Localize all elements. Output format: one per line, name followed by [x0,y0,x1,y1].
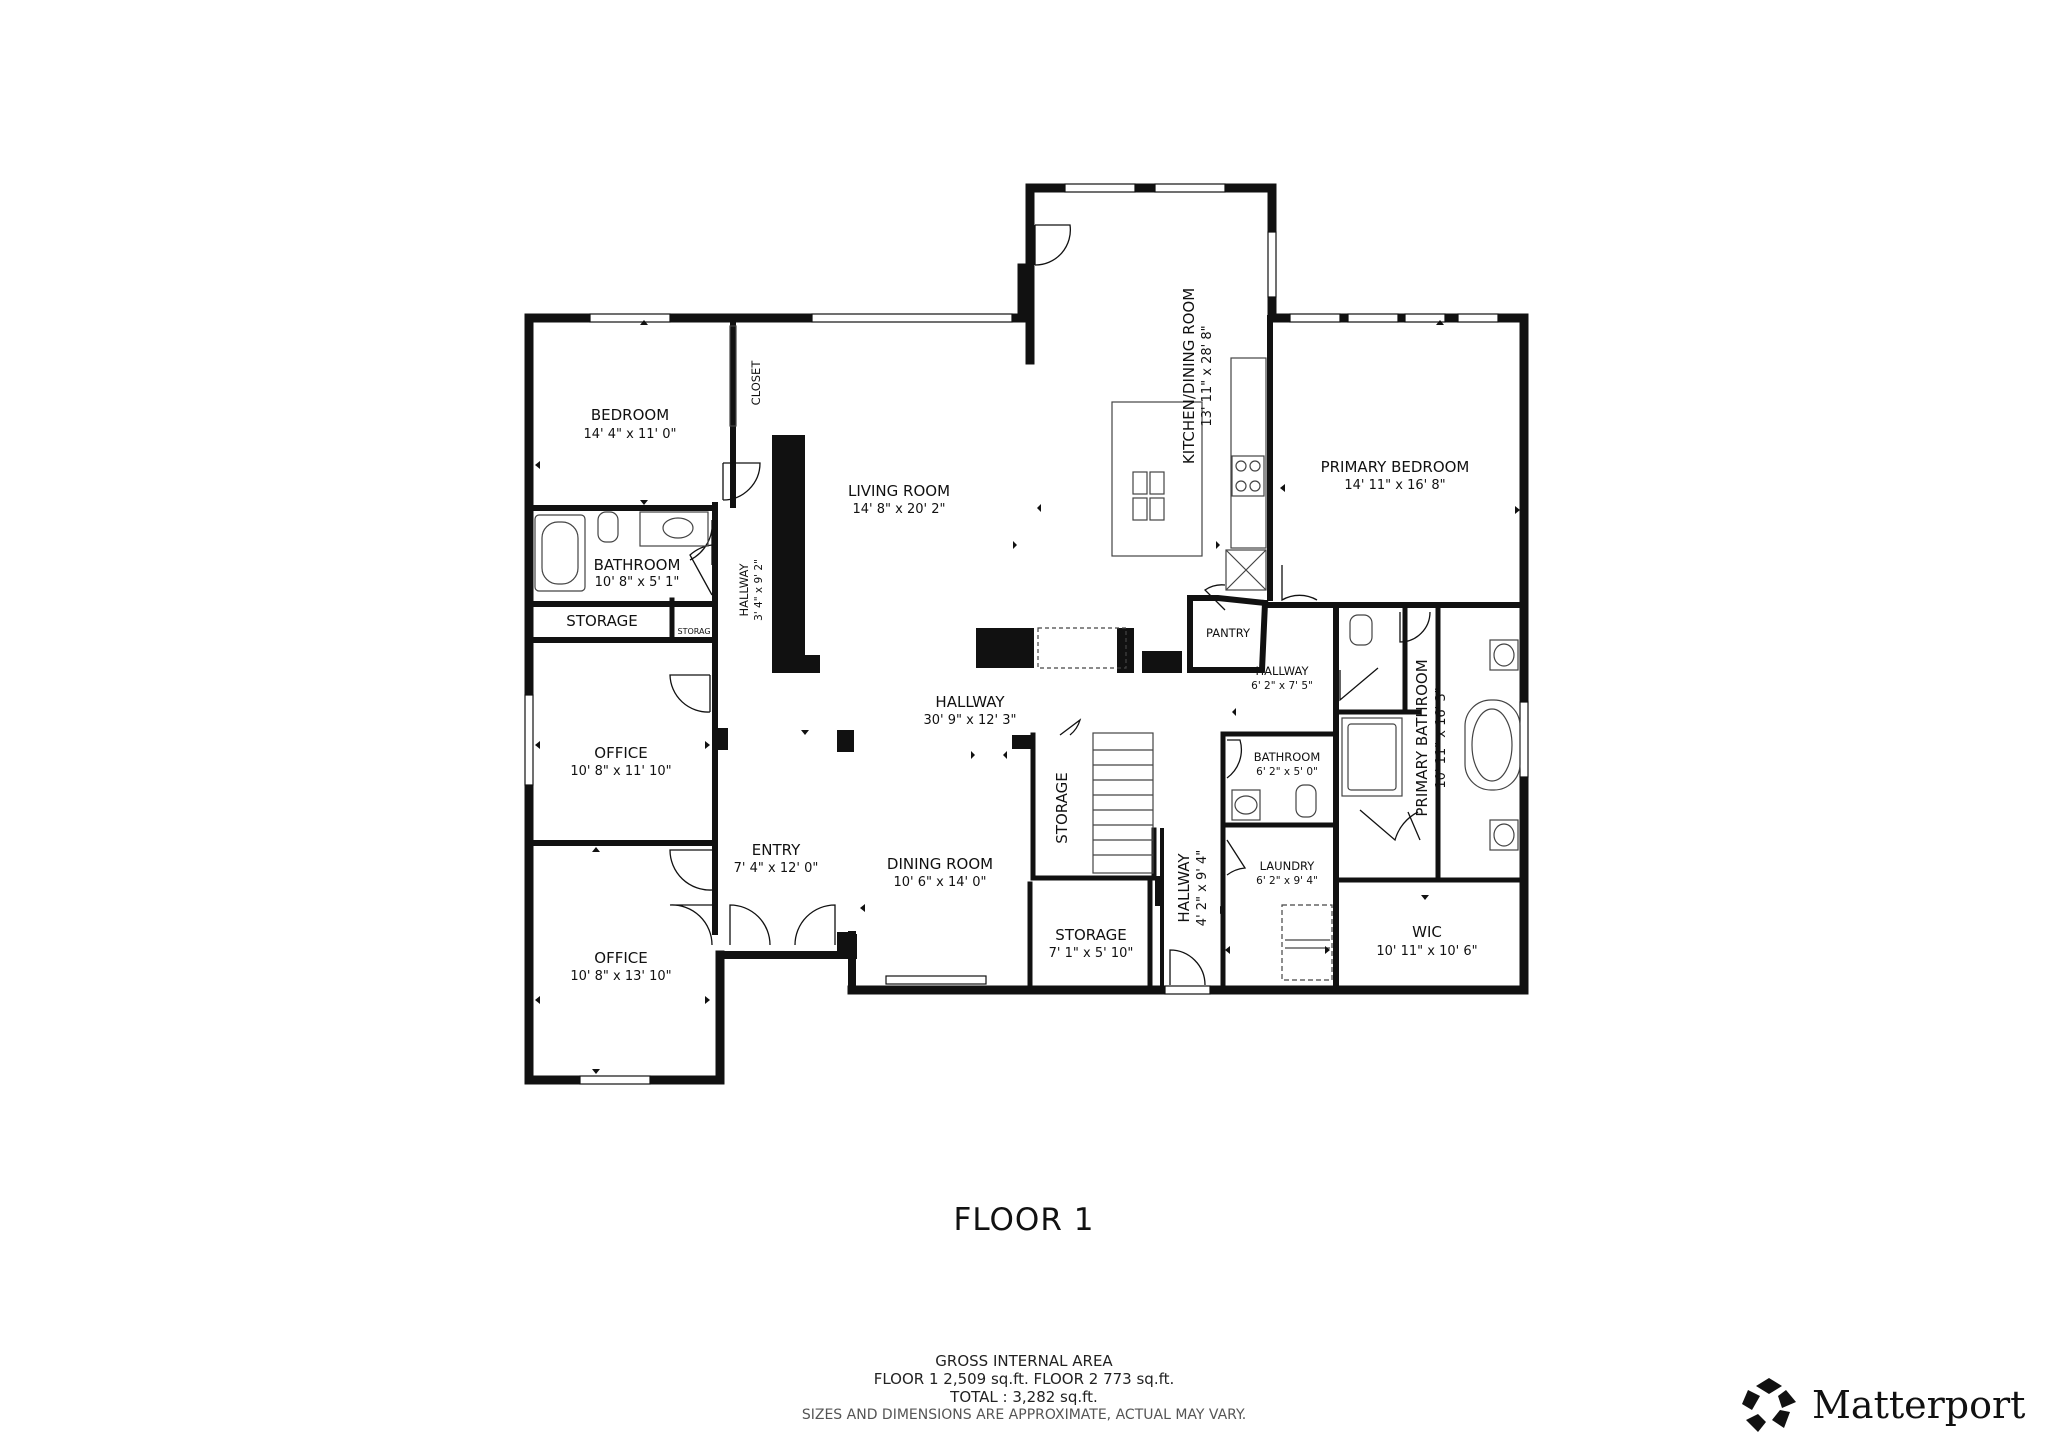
room-name-closet: CLOSET [749,360,763,406]
room-dims-primary-bathroom: 10' 11" x 16' 3" [1434,687,1449,788]
shower-icon [1341,717,1403,797]
room-dims-office-1: 10' 8" x 11' 10" [570,764,671,779]
dimension-markers [535,320,1520,1074]
sink-icon [662,517,694,539]
room-name-storage-2: STORAGE [1053,772,1071,843]
area-floors: FLOOR 1 2,509 sq.ft. FLOOR 2 773 sq.ft. [873,1370,1175,1388]
room-dims-hallway-main: 30' 9" x 12' 3" [924,713,1017,728]
fridge-icon [1225,549,1267,591]
room-dims-bathroom-2: 6' 2" x 5' 0" [1256,766,1318,778]
kitchen-island [1111,401,1203,557]
sink-icon [1489,639,1519,671]
room-dims-hallway-2: 6' 2" x 7' 5" [1251,680,1313,692]
room-name-living: LIVING ROOM [848,482,950,500]
room-name-storage-1: STORAGE [566,612,637,630]
room-name-office-1: OFFICE [594,744,647,762]
floor-title: FLOOR 1 [953,1202,1095,1238]
fixtures [534,325,1521,981]
counter [1230,357,1267,549]
room-name-pantry: PANTRY [1206,626,1251,640]
room-name-bedroom: BEDROOM [591,406,669,424]
room-name-dining: DINING ROOM [887,855,993,873]
room-name-bathroom-1: BATHROOM [594,556,681,574]
area-disclaimer: SIZES AND DIMENSIONS ARE APPROXIMATE, AC… [801,1407,1247,1423]
brand-logo: Matterport [1738,1374,2025,1436]
room-dims-hallway-1: 3' 4" x 9' 2" [753,559,765,621]
area-summary: GROSS INTERNAL AREA FLOOR 1 2,509 sq.ft.… [0,1352,2048,1424]
room-name-kitchen: KITCHEN/DINING ROOM [1180,288,1198,464]
toilet-icon [1349,614,1373,646]
sink-icon [1132,471,1148,495]
brand-name: Matterport [1812,1383,2026,1427]
room-name-primary-bedroom: PRIMARY BEDROOM [1321,458,1470,476]
room-name-entry: ENTRY [752,841,801,859]
room-name-primary-bathroom: PRIMARY BATHROOM [1413,659,1431,816]
room-dims-dining: 10' 6" x 14' 0" [894,875,987,890]
bathtub-icon [1464,699,1521,791]
bathtub-icon [534,514,586,592]
sink-icon [1231,789,1261,821]
washer-dryer-icon [1281,904,1333,981]
room-name-bathroom-2: BATHROOM [1254,750,1321,764]
area-total: TOTAL : 3,282 sq.ft. [950,1388,1098,1406]
matterport-logo-icon [1742,1378,1796,1432]
room-dims-bedroom: 14' 4" x 11' 0" [584,427,677,442]
room-name-hallway-1: HALLWAY [737,563,751,617]
area-heading: GROSS INTERNAL AREA [935,1352,1113,1370]
toilet-icon [1295,784,1317,818]
room-dims-primary-bedroom: 14' 11" x 16' 8" [1344,478,1445,493]
closet-rod [729,325,737,427]
wall-blocks [714,435,1182,952]
vanity [639,511,709,547]
doors [669,224,1431,986]
toilet-icon [597,511,619,543]
room-dims-hallway-3: 4' 2" x 9' 4" [1195,850,1210,926]
room-name-storage-3: STORAGE [1055,926,1126,944]
stove-icon [1231,455,1265,497]
room-name-hallway-3: HALLWAY [1175,853,1193,923]
sink-icon [1489,819,1519,851]
bench [1037,627,1127,669]
room-dims-entry: 7' 4" x 12' 0" [734,861,819,876]
room-dims-living: 14' 8" x 20' 2" [853,502,946,517]
room-dims-wic: 10' 11" x 10' 6" [1376,944,1477,959]
windows [524,183,1529,1085]
room-name-laundry: LAUNDRY [1260,859,1316,873]
stairs-icon [1092,732,1154,874]
room-name-storage-small: STORAG [677,627,710,636]
room-name-wic: WIC [1412,923,1442,941]
room-dims-kitchen: 13' 11" x 28' 8" [1200,325,1215,426]
room-labels: BEDROOM 14' 4" x 11' 0" CLOSET LIVING RO… [566,288,1477,984]
room-name-hallway-2: HALLWAY [1255,664,1309,678]
room-name-hallway-main: HALLWAY [935,693,1005,711]
room-dims-laundry: 6' 2" x 9' 4" [1256,875,1318,887]
room-dims-bathroom-1: 10' 8" x 5' 1" [595,575,680,590]
room-dims-storage-3: 7' 1" x 5' 10" [1049,946,1134,961]
room-name-office-2: OFFICE [594,949,647,967]
room-dims-office-2: 10' 8" x 13' 10" [570,969,671,984]
